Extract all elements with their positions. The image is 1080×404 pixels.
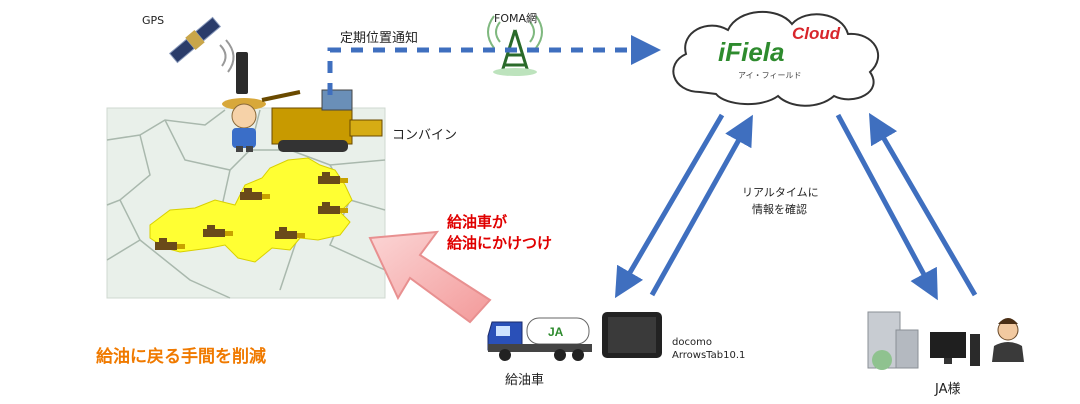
farmer-icon	[222, 98, 266, 152]
combine-harvester-icon	[318, 172, 348, 184]
mobile-phone-icon	[236, 52, 248, 94]
fuel-truck-icon: JA	[487, 317, 592, 361]
refuel-caption-line1: 給油車が	[447, 213, 508, 231]
field-harvesters	[155, 172, 348, 250]
refuel-arrow	[368, 230, 492, 324]
combine-harvester-icon	[155, 238, 185, 250]
cloud-icon	[672, 11, 880, 107]
fuel-truck-label: 給油車	[505, 373, 545, 388]
realtime-label-line1: リアルタイムに	[742, 186, 819, 199]
desktop-computer-icon	[930, 332, 980, 366]
refuel-caption-line2: 給油にかけつけ	[447, 234, 553, 252]
cloud-brand-logo: iFiela	[718, 37, 785, 67]
device-label-line2: ArrowsTab10.1	[672, 350, 746, 361]
combine-harvester-icon	[275, 227, 305, 239]
periodic-position-label: 定期位置通知	[340, 31, 419, 46]
cloud-brand-subtitle: アイ・フィールド	[738, 71, 802, 80]
combine-label: コンバイン	[392, 128, 458, 143]
reduce-trip-caption: 給油に戻る手間を削減	[96, 347, 266, 367]
realtime-label-line2: 情報を確認	[752, 203, 807, 216]
ja-label: JA様	[935, 382, 961, 397]
satellite-icon	[168, 16, 222, 64]
foma-network-label: FOMA網	[494, 12, 538, 25]
cloud-brand-cloud: Cloud	[792, 24, 841, 43]
office-building-icon	[867, 311, 919, 370]
tablet-icon	[602, 312, 662, 358]
businessman-icon	[992, 318, 1024, 362]
combine-harvester-icon	[240, 188, 270, 200]
realtime-data-flow	[614, 112, 978, 301]
position-report-flow	[327, 35, 661, 95]
combine-harvester-icon	[318, 202, 348, 214]
device-label-line1: docomo	[672, 337, 712, 348]
combine-harvester-icon	[203, 225, 233, 237]
svg-text:JA: JA	[548, 325, 564, 339]
gps-label: GPS	[142, 14, 165, 27]
signal-waves-icon	[219, 39, 235, 73]
